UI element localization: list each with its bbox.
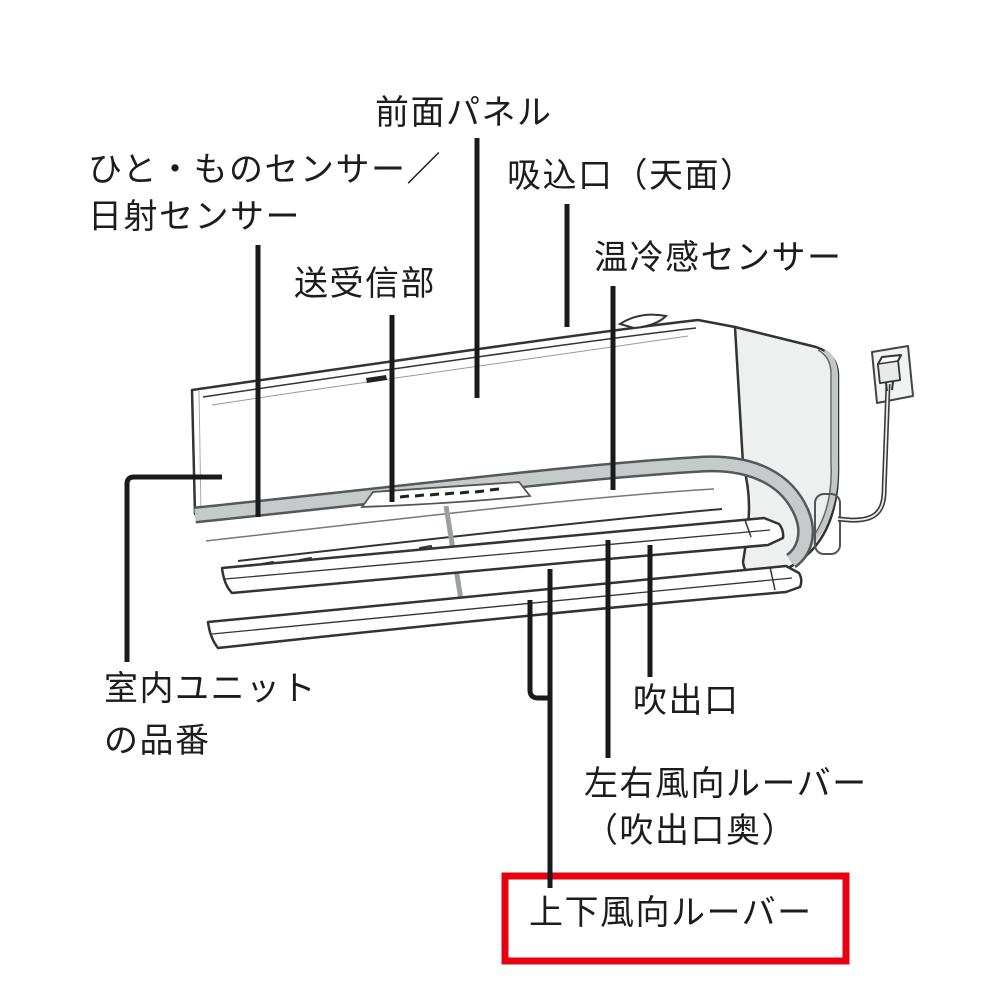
- label-lr-airflow-louver-1: 左右風向ルーバー: [584, 765, 868, 803]
- label-thermal-sensor: 温冷感センサー: [594, 239, 843, 277]
- leader-lines: [124, 138, 653, 888]
- highlight-box: [501, 872, 850, 965]
- side-service-cover: [814, 493, 841, 555]
- label-air-outlet: 吹出口: [633, 682, 740, 720]
- label-unit-model-number-2: の品番: [104, 722, 211, 760]
- label-transmitter-receiver: 送受信部: [294, 265, 436, 303]
- label-front-panel: 前面パネル: [375, 94, 553, 132]
- top-sensor-bump: [617, 313, 669, 330]
- label-unit-model-number-1: 室内ユニット: [104, 670, 317, 708]
- label-solar-sensor: 日射センサー: [88, 198, 301, 236]
- ud-louver-flaps: [206, 516, 803, 650]
- label-human-object-sensor: ひと・ものセンサー／: [88, 151, 442, 189]
- label-air-intake-top: 吸込口（天面）: [507, 157, 756, 195]
- display-strip: [360, 481, 532, 508]
- power-connection: [837, 345, 914, 523]
- ud-louver-flap-lower: [206, 564, 803, 650]
- label-ud-airflow-louver-highlighted: 上下風向ルーバー: [529, 894, 813, 932]
- power-cord: [837, 383, 891, 523]
- ud-louver-flap-upper: [220, 516, 785, 595]
- label-lr-airflow-louver-2: （吹出口奥）: [584, 812, 797, 850]
